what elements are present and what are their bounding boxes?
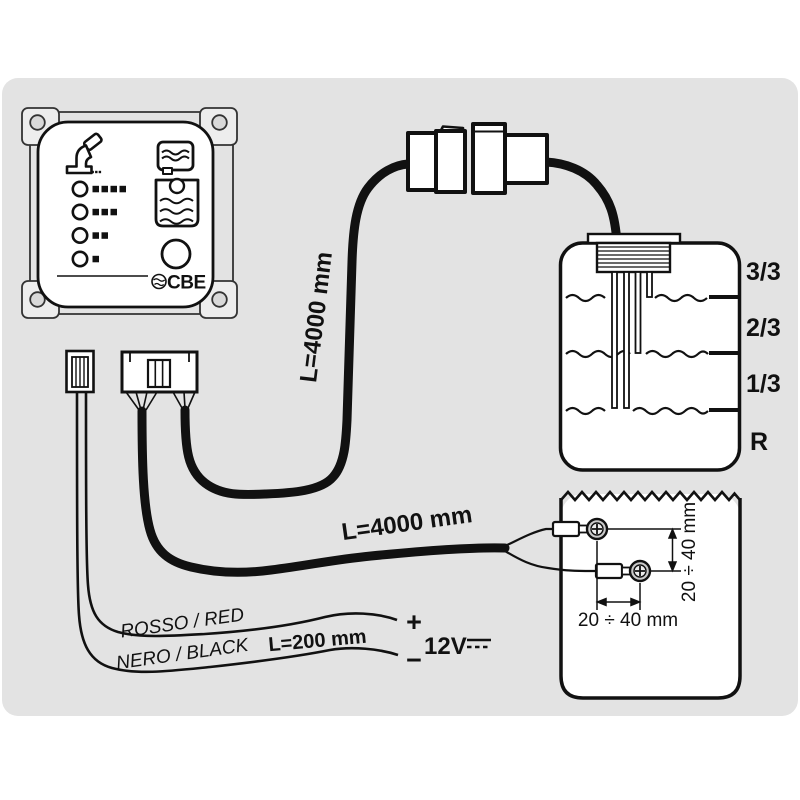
male-connector bbox=[406, 125, 467, 194]
probe-long bbox=[623, 271, 630, 409]
detail-tank-fill bbox=[561, 494, 740, 698]
screw-holes bbox=[29, 114, 228, 308]
level-label-13: 1/3 bbox=[746, 370, 781, 398]
screw-hole bbox=[211, 291, 228, 308]
tank-level-ticks bbox=[709, 295, 738, 412]
screw-hole bbox=[29, 114, 46, 131]
install-detail: 20 ÷ 40 mm 20 ÷ 40 mm bbox=[504, 490, 742, 700]
probe-medium bbox=[634, 271, 642, 354]
level-label-23: 2/3 bbox=[746, 314, 781, 342]
waste-tank-icon bbox=[156, 140, 195, 175]
led-dot-rows bbox=[92, 185, 126, 263]
faucet-body bbox=[65, 144, 93, 175]
vertical-dimension-label: 20 ÷ 40 mm bbox=[679, 502, 700, 602]
level-gauge-icon bbox=[154, 177, 200, 228]
led-1-4 bbox=[71, 250, 89, 268]
panel-to-tank-cable bbox=[180, 159, 413, 500]
cbe-wave-lines bbox=[153, 278, 166, 287]
led-dots-row-3 bbox=[92, 232, 108, 239]
screw-cross bbox=[635, 566, 645, 576]
led-dots-row-2 bbox=[92, 208, 117, 216]
torn-edge bbox=[560, 490, 741, 502]
dc-icon bbox=[467, 638, 491, 649]
probe-long bbox=[611, 271, 618, 409]
screw-hole bbox=[211, 114, 228, 131]
led-indicators bbox=[71, 180, 89, 268]
level-label-33: 3/3 bbox=[746, 258, 781, 286]
connector-to-tank-cable bbox=[541, 157, 622, 248]
probe-short bbox=[646, 271, 653, 298]
led-dots-row-1 bbox=[92, 185, 126, 193]
control-panel: CBE bbox=[21, 107, 238, 319]
cbe-logo-text: CBE bbox=[167, 273, 206, 294]
probe-cable bbox=[137, 406, 510, 577]
panel-rear-connectors bbox=[65, 349, 199, 411]
red-wire bbox=[84, 391, 398, 638]
faucet-drips bbox=[91, 170, 102, 174]
test-button bbox=[160, 238, 192, 270]
led-dots-row-4 bbox=[92, 255, 99, 263]
probe-wire-upper bbox=[504, 527, 554, 547]
inline-connector-pair bbox=[406, 122, 549, 195]
detail-tank-outline bbox=[559, 498, 742, 700]
screw-cross bbox=[592, 524, 602, 534]
probe-wire-lower bbox=[504, 550, 597, 573]
rj-connector bbox=[65, 349, 95, 394]
water-tank: 3/3 2/3 1/3 R bbox=[558, 232, 781, 472]
led-4-4 bbox=[71, 180, 89, 198]
led-2-4 bbox=[71, 227, 89, 245]
sender-flange bbox=[586, 232, 682, 245]
cbe-logo: CBE bbox=[151, 273, 206, 294]
block-connector bbox=[120, 350, 199, 394]
plus-terminal: + bbox=[406, 607, 422, 637]
faucet-icon bbox=[65, 132, 103, 175]
screw-terminal-lower bbox=[594, 559, 652, 583]
minus-terminal: − bbox=[406, 645, 422, 675]
tank-level-labels: 3/3 2/3 1/3 R bbox=[746, 258, 781, 456]
screw-terminal-upper bbox=[551, 517, 609, 541]
sender-cap bbox=[595, 241, 672, 274]
horizontal-dimension-label: 20 ÷ 40 mm bbox=[578, 610, 678, 631]
level-probes bbox=[611, 271, 653, 409]
cbe-wave-icon bbox=[151, 273, 167, 290]
female-connector bbox=[471, 122, 549, 195]
voltage-label: 12V bbox=[424, 633, 467, 660]
tank-level-waves bbox=[565, 293, 709, 416]
level-label-r: R bbox=[750, 428, 768, 456]
black-wire bbox=[75, 391, 399, 674]
wire-fans bbox=[125, 391, 196, 411]
screw-hole bbox=[29, 291, 46, 308]
led-3-4 bbox=[71, 203, 89, 221]
dimension-lines bbox=[595, 527, 681, 610]
